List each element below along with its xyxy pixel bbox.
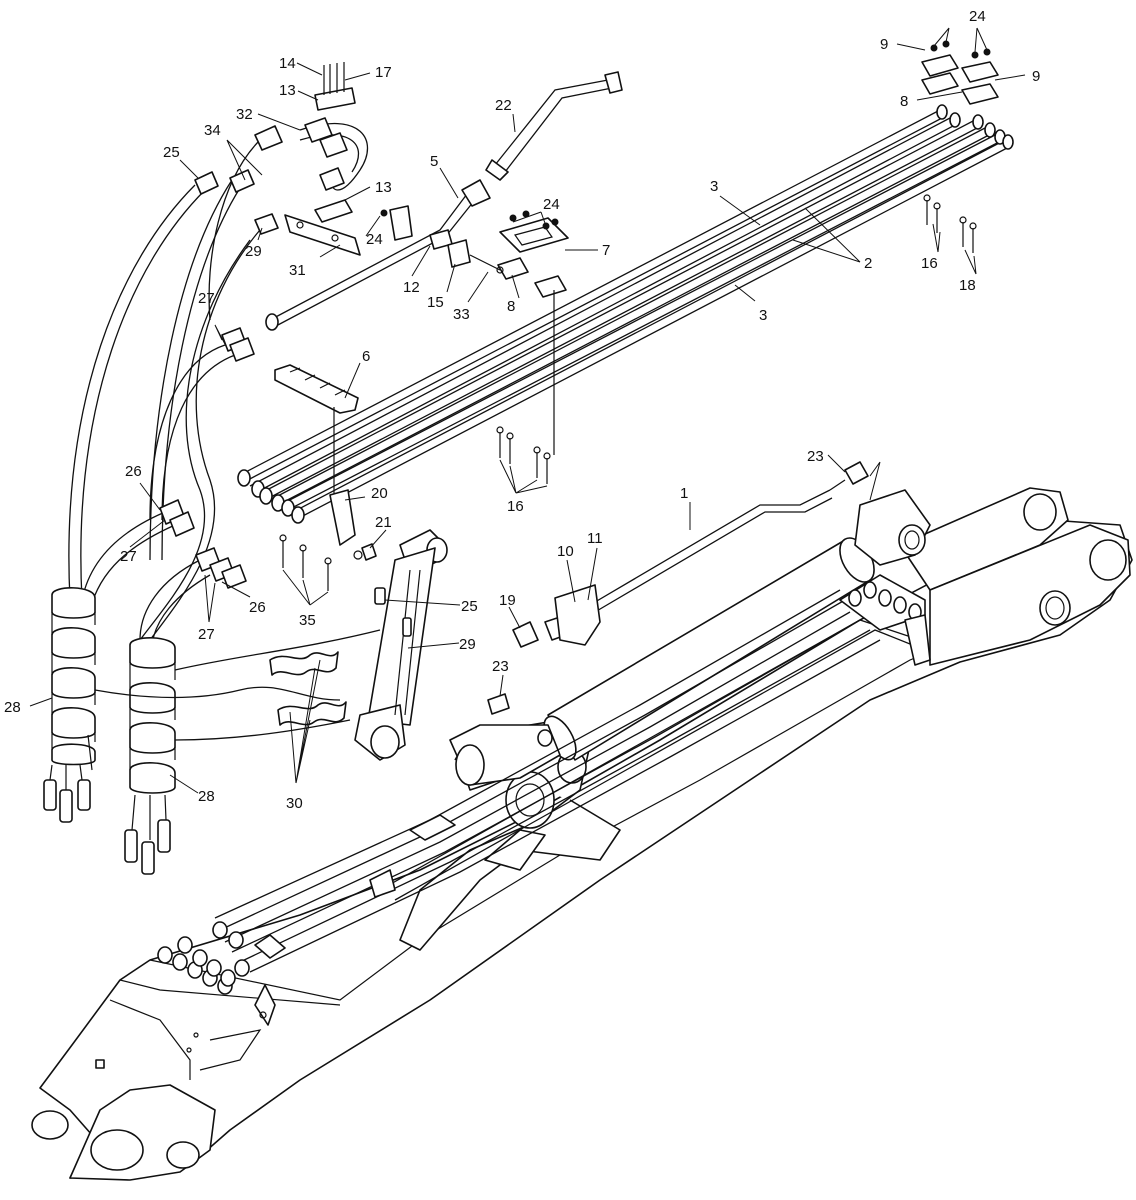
callout-24: 24 bbox=[366, 231, 383, 248]
pipe-1 bbox=[589, 489, 831, 606]
callout-33: 33 bbox=[453, 306, 470, 323]
callout-30: 30 bbox=[286, 795, 303, 812]
callout-19: 19 bbox=[499, 592, 516, 609]
boom-tip-pin bbox=[1039, 590, 1071, 626]
callout-9: 9 bbox=[1032, 68, 1040, 85]
callout-28: 28 bbox=[198, 788, 215, 805]
plate-31 bbox=[284, 214, 361, 256]
boom-tip-plate bbox=[929, 524, 1131, 666]
callout-32: 32 bbox=[236, 106, 253, 123]
callout-16: 16 bbox=[921, 255, 938, 272]
callout-31: 31 bbox=[289, 262, 306, 279]
boom-pivot-boss bbox=[505, 771, 555, 829]
callout-1: 1 bbox=[680, 485, 688, 502]
hose-loops bbox=[94, 629, 381, 741]
callout-6: 6 bbox=[362, 348, 370, 365]
callout-23: 23 bbox=[492, 658, 509, 675]
callout-25: 25 bbox=[163, 144, 180, 161]
callout-21: 21 bbox=[375, 514, 392, 531]
arm-cylinder bbox=[354, 529, 448, 761]
callout-23: 23 bbox=[807, 448, 824, 465]
callout-29: 29 bbox=[459, 636, 476, 653]
callout-3: 3 bbox=[759, 307, 767, 324]
callout-22: 22 bbox=[495, 97, 512, 114]
callout-26: 26 bbox=[249, 599, 266, 616]
callout-16: 16 bbox=[507, 498, 524, 515]
callout-26: 26 bbox=[125, 463, 142, 480]
callout-29: 29 bbox=[245, 243, 262, 260]
callout-25: 25 bbox=[461, 598, 478, 615]
callout-17: 17 bbox=[375, 64, 392, 81]
callout-18: 18 bbox=[959, 277, 976, 294]
callout-35: 35 bbox=[299, 612, 316, 629]
hose-22 bbox=[494, 79, 609, 166]
upper-hardware bbox=[274, 40, 999, 591]
small-fittings bbox=[487, 461, 869, 715]
callout-2: 2 bbox=[864, 255, 872, 272]
callout-13: 13 bbox=[279, 82, 296, 99]
callout-24: 24 bbox=[969, 8, 986, 25]
callout-8: 8 bbox=[900, 93, 908, 110]
spiral-guard-left bbox=[43, 587, 96, 823]
spiral-guards-30 bbox=[269, 651, 347, 726]
callout-20: 20 bbox=[371, 485, 388, 502]
callout-10: 10 bbox=[557, 543, 574, 560]
tube-fittings bbox=[157, 104, 1014, 1026]
callout-labels: 24 9 9 8 14 17 13 32 34 25 22 5 13 24 29… bbox=[4, 8, 1040, 812]
callout-27: 27 bbox=[120, 548, 137, 565]
callout-14: 14 bbox=[279, 55, 296, 72]
callout-8: 8 bbox=[507, 298, 515, 315]
boom-cylinder bbox=[449, 489, 931, 786]
clamp-bar-6 bbox=[274, 364, 359, 414]
callout-15: 15 bbox=[427, 294, 444, 311]
callout-7: 7 bbox=[602, 242, 610, 259]
boom-foot-pin-hole bbox=[90, 1129, 144, 1171]
callout-28: 28 bbox=[4, 699, 21, 716]
callout-3: 3 bbox=[710, 178, 718, 195]
spiral-guard-right bbox=[124, 637, 176, 875]
callout-27: 27 bbox=[198, 290, 215, 307]
callout-5: 5 bbox=[430, 153, 438, 170]
callout-34: 34 bbox=[204, 122, 221, 139]
callout-13: 13 bbox=[375, 179, 392, 196]
callout-27: 27 bbox=[198, 626, 215, 643]
hydraulic-tubes bbox=[214, 109, 1010, 973]
callout-12: 12 bbox=[403, 279, 420, 296]
callout-24: 24 bbox=[543, 196, 560, 213]
callout-11: 11 bbox=[587, 530, 603, 547]
leader-lines bbox=[29, 27, 1026, 794]
callout-9: 9 bbox=[880, 36, 888, 53]
